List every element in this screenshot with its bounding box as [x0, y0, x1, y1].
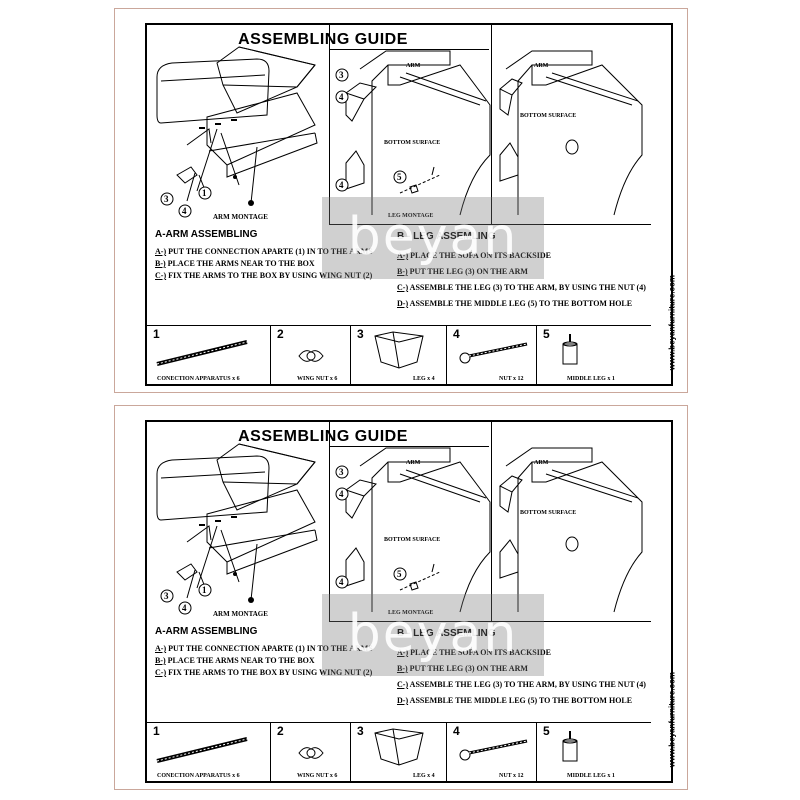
leg-callout-3: 3 — [339, 70, 344, 80]
bottom-surface-label-c: BOTTOM SURFACE — [520, 113, 577, 119]
leg-montage-illustration: 3 4 4 5 ARM BOTTOM SURFACE LEG MONTAGE — [329, 25, 491, 225]
middle-leg-illustration: ARM BOTTOM SURFACE — [491, 422, 651, 622]
website-url: www.beyanfurniture.com — [667, 275, 676, 371]
middle-leg-illustration: ARM BOTTOM SURFACE — [491, 25, 651, 225]
assembly-guide-sheet-top: ASSEMBLING GUIDE — [114, 8, 688, 393]
leg-callout-3: 3 — [339, 467, 344, 477]
website-url: www.beyanfurniture.com — [667, 672, 676, 768]
part-nut: 4 NUT x 12 — [447, 723, 537, 782]
arm-montage-label: ARM MONTAGE — [213, 213, 268, 221]
bottom-surface-label-c: BOTTOM SURFACE — [520, 510, 577, 516]
arm-montage-illustration: 3 4 1 ARM MONTAGE — [147, 422, 329, 622]
section-b-step: B-) PUT THE LEG (3) ON THE ARM — [397, 664, 528, 673]
section-b-heading: B - LEG ASSEMLING — [397, 231, 496, 242]
callout-3: 3 — [164, 194, 169, 204]
section-b-step: D-) ASSEMBLE THE MIDDLE LEG (5) TO THE B… — [397, 299, 633, 308]
leg-callout-4: 4 — [339, 92, 344, 102]
assembly-guide-sheet-bottom: ASSEMBLING GUIDE — [114, 405, 688, 790]
part-middle-leg: 5 MIDDLE LEG x 1 — [543, 724, 615, 779]
section-a-step: A-) PUT THE CONNECTION APARTE (1) IN TO … — [155, 247, 373, 256]
guide-frame: ASSEMBLING GUIDE — [145, 23, 676, 386]
brand-watermark: beyan — [322, 197, 544, 279]
callout-1: 1 — [202, 585, 207, 595]
leg-callout-4: 4 — [339, 489, 344, 499]
section-a-step: B-) PLACE THE ARMS NEAR TO THE BOX — [155, 656, 315, 665]
arm-label: ARM — [406, 63, 421, 69]
section-b-step: C-) ASSEMBLE THE LEG (3) TO THE ARM, BY … — [397, 283, 646, 292]
part-nut: 4 NUT x 12 — [447, 326, 537, 385]
section-b-step: A-) PLACE THE SOFA ON ITS BACKSIDE — [397, 251, 551, 260]
section-b-step: D-) ASSEMBLE THE MIDDLE LEG (5) TO THE B… — [397, 696, 633, 705]
section-b-step: B-) PUT THE LEG (3) ON THE ARM — [397, 267, 528, 276]
callout-1: 1 — [202, 188, 207, 198]
part-wing-nut: 2 WING NUT x 6 — [271, 723, 351, 782]
leg-montage-label: LEG MONTAGE — [388, 213, 434, 219]
leg-montage-label: LEG MONTAGE — [388, 610, 434, 616]
part-leg: 3 LEG x 4 — [351, 326, 447, 385]
arm-label-c: ARM — [534, 63, 549, 69]
leg-callout-4b: 4 — [339, 577, 344, 587]
callout-4: 4 — [182, 206, 187, 216]
callout-4: 4 — [182, 603, 187, 613]
section-b-step: C-) ASSEMBLE THE LEG (3) TO THE ARM, BY … — [397, 680, 646, 689]
part-connection-apparatus: 1 CONECTION APPARATUS x 6 — [147, 326, 271, 385]
section-a-step: C-) FIX THE ARMS TO THE BOX BY USING WIN… — [155, 668, 373, 677]
guide-title: ASSEMBLING GUIDE — [147, 25, 499, 55]
parts-list: 1 CONECTION APPARATUS x 6 2 WING NUT x 6… — [147, 722, 651, 782]
arm-label: ARM — [406, 460, 421, 466]
section-b-heading: B - LEG ASSEMLING — [397, 628, 496, 639]
parts-list: 1 CONECTION APPARATUS x 6 2 WING NUT x 6… — [147, 325, 651, 385]
arm-label-c: ARM — [534, 460, 549, 466]
bottom-surface-label: BOTTOM SURFACE — [384, 537, 441, 543]
section-a-step: C-) FIX THE ARMS TO THE BOX BY USING WIN… — [155, 271, 373, 280]
guide-frame: ASSEMBLING GUIDE — [145, 420, 676, 783]
section-a-step: A-) PUT THE CONNECTION APARTE (1) IN TO … — [155, 644, 373, 653]
arm-montage-illustration: 3 4 1 ARM MONTAGE — [147, 25, 329, 225]
part-leg: 3 LEG x 4 — [351, 723, 447, 782]
bottom-surface-label: BOTTOM SURFACE — [384, 140, 441, 146]
part-middle-leg: 5 MIDDLE LEG x 1 — [543, 327, 615, 382]
section-a-heading: A-ARM ASSEMBLING — [155, 626, 258, 637]
section-a-step: B-) PLACE THE ARMS NEAR TO THE BOX — [155, 259, 315, 268]
arm-montage-label: ARM MONTAGE — [213, 610, 268, 618]
section-b-step: A-) PLACE THE SOFA ON ITS BACKSIDE — [397, 648, 551, 657]
leg-callout-5: 5 — [397, 569, 402, 579]
brand-watermark: beyan — [322, 594, 544, 676]
guide-title: ASSEMBLING GUIDE — [147, 422, 499, 452]
part-connection-apparatus: 1 CONECTION APPARATUS x 6 — [147, 723, 271, 782]
leg-callout-5: 5 — [397, 172, 402, 182]
part-wing-nut: 2 WING NUT x 6 — [271, 326, 351, 385]
callout-3: 3 — [164, 591, 169, 601]
section-a-heading: A-ARM ASSEMBLING — [155, 229, 258, 240]
leg-callout-4b: 4 — [339, 180, 344, 190]
leg-montage-illustration: 3 4 4 5 ARM BOTTOM SURFACE LEG MONTAGE — [329, 422, 491, 622]
